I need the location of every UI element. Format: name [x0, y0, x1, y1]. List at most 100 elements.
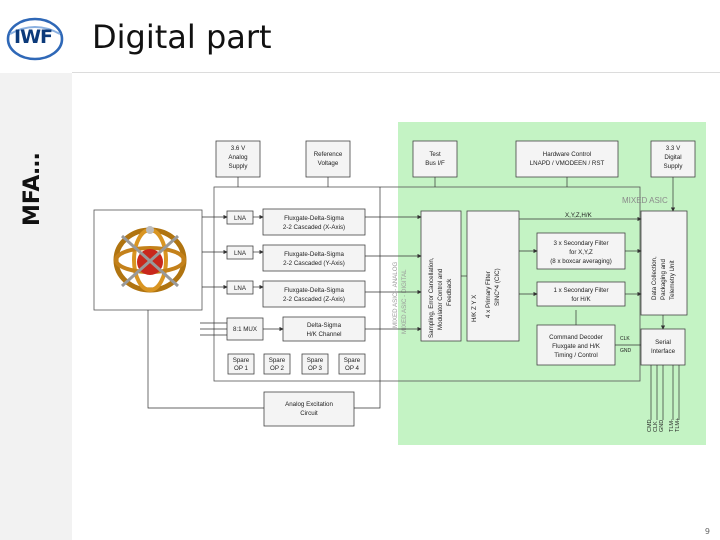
logo-text: IWF: [14, 26, 53, 48]
primary-filter-box: H/K Z Y X 4 x Primary Filter SINC^4 (CIC…: [466, 210, 520, 342]
lna-y: LNA: [226, 245, 254, 260]
lna-x: LNA: [226, 210, 254, 225]
test-bus-box: Test Bus I/F: [412, 140, 458, 178]
serial-interface-box: Serial Interface: [640, 328, 686, 366]
svg-text:Spare: Spare: [344, 357, 361, 364]
svg-text:Bus I/F: Bus I/F: [425, 160, 445, 167]
svg-text:3 x Secondary Filter: 3 x Secondary Filter: [553, 240, 608, 247]
svg-text:SINC^4 (CIC): SINC^4 (CIC): [494, 268, 501, 306]
svg-text:OP 2: OP 2: [270, 365, 285, 372]
xyz-hk-label: X,Y,Z,H/K: [565, 212, 593, 219]
svg-text:3.3 V: 3.3 V: [666, 145, 681, 152]
svg-text:Spare: Spare: [269, 357, 286, 364]
svg-text:Supply: Supply: [229, 163, 249, 170]
svg-text:Analog Excitation: Analog Excitation: [285, 401, 333, 408]
fluxgate-z-box: Fluxgate-Delta-Sigma 2-2 Cascaded (Z-Axi…: [262, 280, 366, 308]
reference-voltage-box: Reference Voltage: [305, 140, 351, 178]
svg-text:OP 3: OP 3: [308, 365, 323, 372]
svg-text:8:1 MUX: 8:1 MUX: [233, 326, 257, 333]
svg-text:Supply: Supply: [664, 163, 684, 170]
svg-text:Sampling, Error Cancellation,: Sampling, Error Cancellation,: [428, 257, 435, 338]
svg-text:MIXED ASIC - ANALOG: MIXED ASIC - ANALOG: [392, 261, 399, 328]
svg-text:TLM+: TLM+: [675, 418, 681, 432]
svg-text:Analog: Analog: [228, 154, 248, 161]
svg-text:LNAPD / VMODEEN / RST: LNAPD / VMODEEN / RST: [530, 160, 605, 167]
svg-text:LNA: LNA: [234, 250, 247, 257]
svg-text:Modulator Control and: Modulator Control and: [437, 268, 444, 330]
svg-text:2-2 Cascaded (X-Axis): 2-2 Cascaded (X-Axis): [283, 224, 345, 231]
svg-text:Interface: Interface: [651, 348, 676, 355]
svg-text:4 x Primary Filter: 4 x Primary Filter: [485, 271, 492, 318]
fluxgate-y-box: Fluxgate-Delta-Sigma 2-2 Cascaded (Y-Axi…: [262, 244, 366, 272]
svg-text:3.6 V: 3.6 V: [231, 145, 246, 152]
secondary-filter-xyz-box: 3 x Secondary Filter for X,Y,Z (8 x boxc…: [536, 232, 626, 270]
svg-text:Spare: Spare: [233, 357, 250, 364]
svg-text:LNA: LNA: [234, 285, 247, 292]
svg-text:Spare: Spare: [307, 357, 324, 364]
svg-text:Serial: Serial: [655, 339, 671, 346]
svg-text:Voltage: Voltage: [318, 160, 339, 167]
command-decoder-box: Command Decoder Fluxgate and H/K Timing …: [536, 324, 616, 366]
svg-text:Hardware Control: Hardware Control: [543, 151, 592, 158]
asic-analog-label: MIXED ASIC - ANALOG: [392, 261, 399, 328]
svg-text:MIXED ASIC - DIGITAL: MIXED ASIC - DIGITAL: [401, 269, 408, 334]
svg-text:Timing / Control: Timing / Control: [554, 352, 597, 359]
svg-text:Fluxgate-Delta-Sigma: Fluxgate-Delta-Sigma: [284, 251, 344, 258]
svg-text:(8 x boxcar averaging): (8 x boxcar averaging): [550, 258, 612, 265]
svg-text:Digital: Digital: [664, 154, 681, 161]
gnd-label: GND: [620, 348, 632, 354]
svg-text:LNA: LNA: [234, 215, 247, 222]
svg-text:GND: GND: [659, 420, 665, 432]
svg-text:Packaging and: Packaging and: [660, 259, 667, 300]
analog-excitation-box: Analog Excitation Circuit: [263, 391, 355, 427]
hardware-control-box: Hardware Control LNAPD / VMODEEN / RST: [515, 140, 619, 178]
svg-text:1 x Secondary Filter: 1 x Secondary Filter: [553, 287, 608, 294]
svg-text:TLM-: TLM-: [669, 419, 675, 432]
svg-text:OP 1: OP 1: [234, 365, 249, 372]
svg-text:CLK: CLK: [653, 421, 659, 432]
svg-text:Delta-Sigma: Delta-Sigma: [307, 322, 342, 329]
fluxgate-x-box: Fluxgate-Delta-Sigma 2-2 Cascaded (X-Axi…: [262, 208, 366, 236]
title-divider: [72, 72, 720, 73]
svg-text:Circuit: Circuit: [300, 410, 318, 417]
svg-text:2-2 Cascaded (Y-Axis): 2-2 Cascaded (Y-Axis): [283, 260, 345, 267]
svg-text:Test: Test: [429, 151, 441, 158]
sampling-box: Sampling, Error Cancellation, Modulator …: [420, 210, 462, 342]
svg-text:Fluxgate-Delta-Sigma: Fluxgate-Delta-Sigma: [284, 215, 344, 222]
clk-label: CLK: [620, 336, 630, 342]
mixed-asic-outline: [213, 186, 641, 382]
secondary-filter-hk-box: 1 x Secondary Filter for H/K: [536, 281, 626, 307]
bottom-signal-labels: CMD CLK GND TLM- TLM+: [647, 418, 681, 432]
data-collection-box: Data Collection, Packaging and Telemetry…: [640, 210, 688, 316]
digital-supply-box: 3.3 V Digital Supply: [650, 140, 696, 178]
iwf-logo-icon: [6, 17, 64, 61]
svg-text:Command Decoder: Command Decoder: [549, 334, 603, 341]
mixed-asic-label: MIXED ASIC: [622, 196, 668, 205]
svg-text:Data Collection,: Data Collection,: [651, 256, 658, 300]
svg-text:Feedback: Feedback: [446, 278, 453, 306]
lna-z: LNA: [226, 280, 254, 295]
svg-text:OP 4: OP 4: [345, 365, 360, 372]
svg-text:Fluxgate and H/K: Fluxgate and H/K: [552, 343, 601, 350]
sensor-image: [93, 209, 203, 311]
signal-connections: [147, 177, 680, 420]
svg-text:for X,Y,Z: for X,Y,Z: [569, 249, 593, 256]
svg-text:for H/K: for H/K: [571, 296, 591, 303]
page-title: Digital part: [92, 18, 272, 56]
asic-digital-label: MIXED ASIC - DIGITAL: [401, 269, 408, 334]
mux-box: 8:1 MUX: [226, 317, 264, 341]
svg-text:2-2 Cascaded (Z-Axis): 2-2 Cascaded (Z-Axis): [283, 296, 345, 303]
svg-text:H/K Z Y X: H/K Z Y X: [471, 295, 478, 322]
svg-text:Reference: Reference: [314, 151, 343, 158]
svg-text:CMD: CMD: [647, 419, 653, 432]
delta-sigma-hk-box: Delta-Sigma H/K Channel: [282, 316, 366, 342]
page-number: 9: [704, 527, 710, 536]
svg-text:H/K Channel: H/K Channel: [306, 331, 341, 338]
svg-text:Telemetry Unit: Telemetry Unit: [669, 260, 676, 300]
svg-text:Fluxgate-Delta-Sigma: Fluxgate-Delta-Sigma: [284, 287, 344, 294]
